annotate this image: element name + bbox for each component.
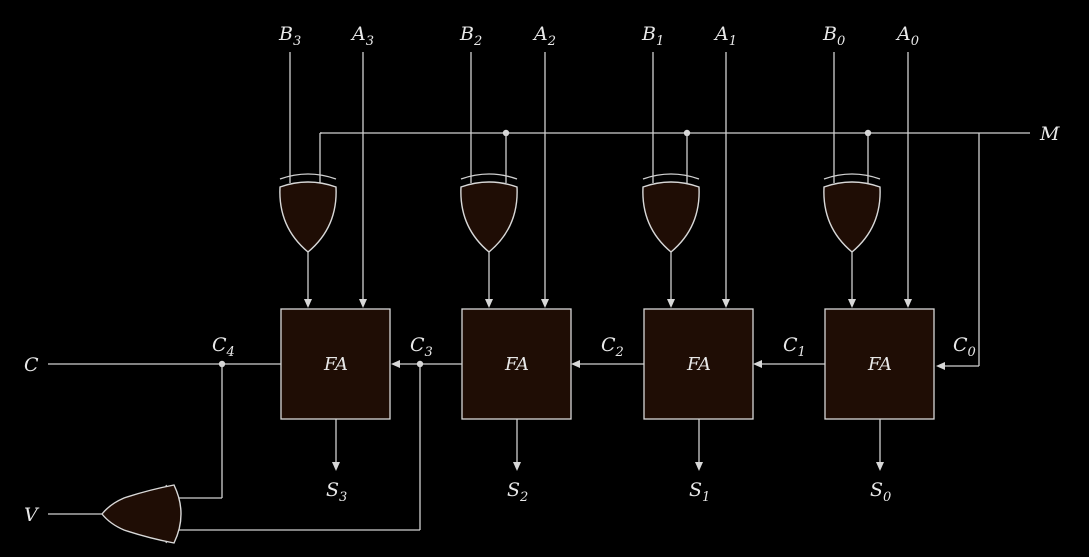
xor-back-arc — [642, 173, 700, 180]
xor-gate — [823, 181, 881, 253]
carry-label-c4: C4 — [212, 334, 235, 360]
xor-back-arc — [460, 173, 518, 180]
b-input-label: B0 — [822, 23, 845, 49]
full-adder-label: FA — [504, 354, 529, 375]
xor-gate — [460, 181, 518, 253]
carry-labels: C4 C3 C2 C1 C0 — [212, 334, 976, 360]
carry-label-c1: C1 — [783, 334, 806, 360]
full-adder-label: FA — [867, 354, 892, 375]
b-input-label: B1 — [641, 23, 664, 49]
a-input-arrowhead — [722, 299, 730, 308]
sum-output-label: S0 — [870, 479, 891, 505]
sum-output-arrowhead — [513, 462, 521, 471]
full-adder-label: FA — [686, 354, 711, 375]
xor-output-arrowhead — [485, 299, 493, 308]
b-input-label: B3 — [278, 23, 301, 49]
xor-output-arrowhead — [304, 299, 312, 308]
b-input-label: B2 — [459, 23, 482, 49]
sum-output-arrowhead — [332, 462, 340, 471]
sum-output-label: S3 — [326, 479, 347, 505]
a-input-label: A2 — [532, 23, 556, 49]
sum-output-arrowhead — [876, 462, 884, 471]
xor-output-arrowhead — [667, 299, 675, 308]
carry-out-label: C — [24, 354, 39, 376]
carry-arrowhead — [753, 360, 762, 368]
full-adder-block — [461, 308, 572, 420]
a-input-label: A1 — [713, 23, 737, 49]
sum-output-arrowhead — [695, 462, 703, 471]
overflow-label: V — [24, 504, 40, 526]
xor-gate — [279, 181, 337, 253]
xor-gate — [642, 181, 700, 253]
xor-output-arrowhead — [848, 299, 856, 308]
full-adder-label: FA — [323, 354, 348, 375]
a-input-arrowhead — [904, 299, 912, 308]
full-adder-block — [824, 308, 935, 420]
sum-output-label: S1 — [689, 479, 710, 505]
sum-output-label: S2 — [507, 479, 528, 505]
carry-label-c0: C0 — [953, 334, 976, 360]
carry-label-c2: C2 — [601, 334, 624, 360]
m-label: M — [1039, 123, 1060, 145]
overflow-xor-gate — [101, 484, 182, 544]
a-input-arrowhead — [359, 299, 367, 308]
a-input-label: A3 — [350, 23, 374, 49]
carry-label-c3: C3 — [410, 334, 433, 360]
a-input-arrowhead — [541, 299, 549, 308]
xor-back-arc — [823, 173, 881, 180]
a-input-label: A0 — [895, 23, 919, 49]
c0-arrowhead — [936, 362, 945, 370]
carry-arrowhead — [571, 360, 580, 368]
c3-arrowhead — [391, 360, 400, 368]
xor-back-arc — [279, 173, 337, 180]
